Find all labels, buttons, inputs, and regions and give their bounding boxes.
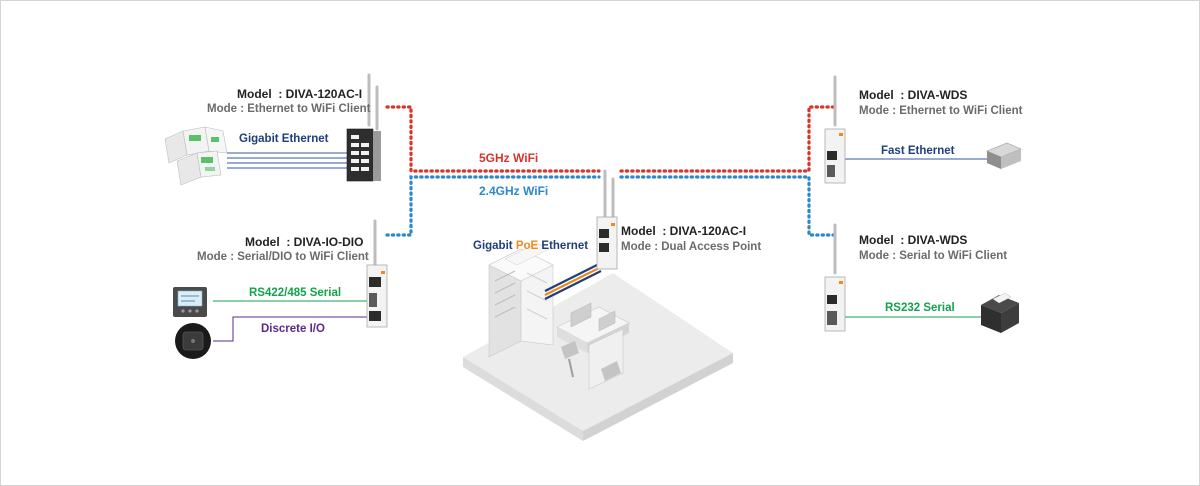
office-desk-icon (556, 302, 630, 390)
power-meter-icon (173, 287, 207, 317)
ethernet-device-icon (986, 142, 1022, 169)
discrete-io-line (213, 316, 367, 342)
poe-label-highlight: PoE (515, 240, 539, 252)
diva-120ac-client-unit (343, 73, 383, 183)
discrete-io-label: Discrete I/O (261, 323, 325, 335)
industrial-device-icon (164, 126, 228, 186)
wifi-antenna-icon (346, 73, 381, 182)
poe-cable (544, 262, 602, 300)
gigabit-poe-ethernet-label: Gigabit PoE Ethernet (473, 239, 588, 253)
diva-wds-ethernet-unit (821, 75, 851, 187)
gigabit-ethernet-label: Gigabit Ethernet (239, 133, 329, 145)
diva-io-dio-unit (361, 219, 391, 331)
wifi-antenna-icon (824, 75, 846, 184)
diva-120ac-ap-unit (593, 169, 623, 273)
center-model-label: Model : DIVA-120AC-I (621, 224, 747, 238)
wifi-antenna-icon (824, 223, 846, 332)
rs232-serial-label: RS232 Serial (885, 302, 955, 314)
mid-left-mode-label: Mode : Serial/DIO to WiFi Client (197, 251, 369, 263)
fast-ethernet-label: Fast Ethernet (881, 145, 955, 157)
wifi-antenna-icon (596, 169, 618, 270)
bottom-right-mode-label: Mode : Serial to WiFi Client (859, 250, 1008, 262)
mid-left-model-label: Model : DIVA-IO-DIO (245, 235, 364, 249)
wifi-5ghz-link (385, 105, 835, 173)
server-rack-icon (488, 242, 554, 358)
top-right-mode-label: Mode : Ethernet to WiFi Client (859, 105, 1023, 117)
rs422-serial-label: RS422/485 Serial (249, 287, 342, 299)
rocker-switch-icon (175, 323, 211, 359)
top-right-model-label: Model : DIVA-WDS (859, 88, 968, 102)
gigabit-ethernet-lines (227, 152, 347, 169)
wifi-24ghz-label: 2.4GHz WiFi (479, 184, 549, 198)
top-left-mode-label: Mode : Ethernet to WiFi Client (207, 103, 371, 115)
poe-label-suffix: Ethernet (541, 240, 589, 252)
diva-wds-serial-unit (821, 223, 851, 335)
top-left-model-label: Model : DIVA-120AC-I (237, 87, 363, 101)
bottom-right-model-label: Model : DIVA-WDS (859, 233, 968, 247)
center-mode-label: Mode : Dual Access Point (621, 241, 762, 253)
wifi-24ghz-link (385, 175, 835, 237)
poe-label-prefix: Gigabit (473, 240, 513, 252)
receipt-printer-icon (981, 292, 1019, 333)
wifi-antenna-icon (366, 219, 388, 328)
wifi-5ghz-label: 5GHz WiFi (479, 151, 539, 165)
